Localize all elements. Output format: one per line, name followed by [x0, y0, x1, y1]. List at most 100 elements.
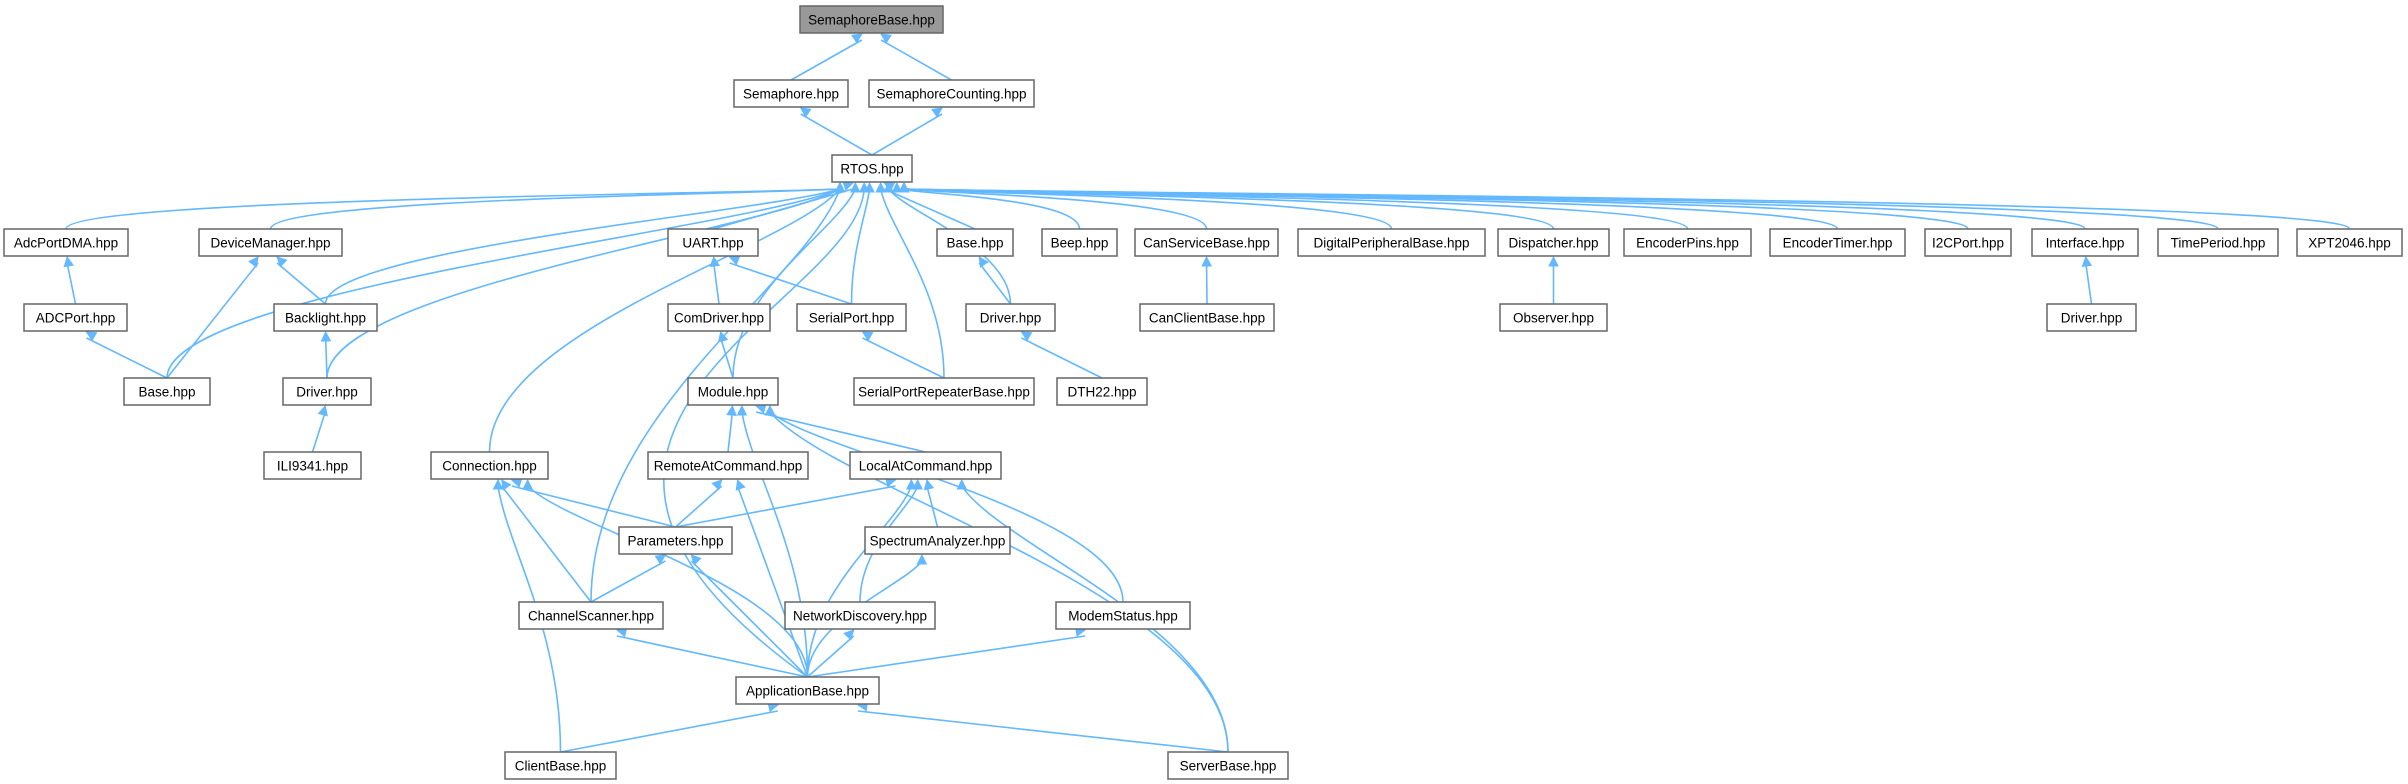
edge-server-base-to-module [769, 411, 1229, 753]
node-local-at-command[interactable]: LocalAtCommand.hpp [849, 451, 1002, 480]
arrowhead-icon [843, 629, 855, 641]
node-xpt2046[interactable]: XPT2046.hpp [2296, 228, 2403, 257]
node-remote-at-command[interactable]: RemoteAtCommand.hpp [647, 451, 809, 480]
edge-com-driver-to-uart [712, 262, 720, 305]
node-semaphore[interactable]: Semaphore.hpp [733, 79, 849, 108]
node-label: ApplicationBase.hpp [746, 684, 869, 699]
node-label: SpectrumAnalyzer.hpp [870, 534, 1006, 549]
node-time-period[interactable]: TimePeriod.hpp [2157, 228, 2279, 257]
node-com-driver[interactable]: ComDriver.hpp [667, 303, 771, 332]
node-beep[interactable]: Beep.hpp [1041, 228, 1118, 257]
node-box [1167, 751, 1289, 780]
node-adcport[interactable]: ADCPort.hpp [23, 303, 128, 332]
node-label: ADCPort.hpp [36, 311, 116, 326]
node-adc-port-dma[interactable]: AdcPortDMA.hpp [3, 228, 129, 257]
arrowhead-icon [861, 331, 874, 342]
node-box [1623, 228, 1752, 257]
node-encoder-pins[interactable]: EncoderPins.hpp [1623, 228, 1752, 257]
node-box [1041, 228, 1118, 257]
node-semaphore-counting[interactable]: SemaphoreCounting.hpp [868, 79, 1035, 108]
node-box [853, 377, 1035, 406]
edge-server-base-to-local-at-command [961, 485, 1229, 753]
node-label: EncoderTimer.hpp [1783, 236, 1893, 251]
edge-module-to-rtos [732, 188, 857, 379]
node-digital-peripheral-base[interactable]: DigitalPeripheralBase.hpp [1297, 228, 1486, 257]
arrowhead-icon [875, 181, 886, 193]
arrowhead-icon [711, 479, 723, 491]
arrowhead-icon [1548, 255, 1559, 267]
node-box [849, 451, 1002, 480]
arrowhead-icon [898, 181, 910, 193]
edge-device-manager-to-rtos [269, 188, 841, 230]
node-uart[interactable]: UART.hpp [667, 228, 759, 257]
node-application-base[interactable]: ApplicationBase.hpp [735, 676, 880, 705]
arrowhead-icon [891, 181, 903, 193]
node-label: RemoteAtCommand.hpp [654, 459, 803, 474]
node-observer[interactable]: Observer.hpp [1499, 303, 1608, 332]
arrowhead-icon [501, 479, 512, 491]
node-parameters[interactable]: Parameters.hpp [618, 526, 733, 555]
node-box [123, 377, 211, 406]
edge-local-at-command-to-module [755, 411, 926, 453]
edge-spectrum-analyzer-to-local-at-command [926, 485, 939, 528]
node-serial-port[interactable]: SerialPort.hpp [796, 303, 907, 332]
node-box [868, 79, 1035, 108]
node-label: Interface.hpp [2046, 236, 2125, 251]
node-channel-scanner[interactable]: ChannelScanner.hpp [518, 601, 664, 630]
node-label: Base.hpp [946, 236, 1003, 251]
node-driver-i[interactable]: Driver.hpp [2046, 303, 2137, 332]
node-box [1499, 303, 1608, 332]
node-network-discovery[interactable]: NetworkDiscovery.hpp [784, 601, 936, 630]
node-box [2031, 228, 2139, 257]
edge-application-base-to-parameters [690, 560, 809, 678]
node-encoder-timer[interactable]: EncoderTimer.hpp [1769, 228, 1906, 257]
node-box [1924, 228, 2012, 257]
edge-application-base-to-local-at-command [806, 485, 913, 678]
node-backlight[interactable]: Backlight.hpp [273, 303, 378, 332]
node-label: SemaphoreCounting.hpp [876, 87, 1026, 102]
node-server-base[interactable]: ServerBase.hpp [1167, 751, 1289, 780]
node-dth22[interactable]: DTH22.hpp [1056, 377, 1148, 406]
arrowhead-icon [717, 330, 729, 343]
node-spectrum-analyzer[interactable]: SpectrumAnalyzer.hpp [864, 526, 1011, 555]
edge-base-b-to-adcport [86, 337, 168, 379]
edge-driver-b-to-backlight [324, 337, 328, 379]
node-serial-port-repeater-base[interactable]: SerialPortRepeaterBase.hpp [853, 377, 1035, 406]
edge-ili9341-to-driver-b [311, 411, 327, 453]
node-modem-status[interactable]: ModemStatus.hpp [1055, 601, 1191, 630]
node-dispatcher[interactable]: Dispatcher.hpp [1497, 228, 1610, 257]
node-box [687, 377, 779, 406]
node-client-base[interactable]: ClientBase.hpp [504, 751, 617, 780]
edge-application-base-to-modem-status [807, 635, 1086, 678]
node-label: CanClientBase.hpp [1149, 311, 1265, 326]
node-driver-b[interactable]: Driver.hpp [282, 377, 372, 406]
node-label: AdcPortDMA.hpp [14, 236, 118, 251]
node-can-client-base[interactable]: CanClientBase.hpp [1139, 303, 1275, 332]
node-i2-cport[interactable]: I2CPort.hpp [1924, 228, 2012, 257]
node-device-manager[interactable]: DeviceManager.hpp [198, 228, 343, 257]
node-can-service-base[interactable]: CanServiceBase.hpp [1134, 228, 1279, 257]
node-semaphore-base[interactable]: SemaphoreBase.hpp [799, 5, 944, 34]
node-box [3, 228, 129, 257]
node-interface[interactable]: Interface.hpp [2031, 228, 2139, 257]
node-label: NetworkDiscovery.hpp [793, 609, 927, 624]
node-module[interactable]: Module.hpp [687, 377, 779, 406]
edge-backlight-to-rtos [324, 188, 841, 305]
node-connection[interactable]: Connection.hpp [430, 451, 549, 480]
edge-channel-scanner-to-parameters [590, 560, 666, 603]
node-base-b[interactable]: Base.hpp [123, 377, 211, 406]
edge-connection-to-rtos [488, 188, 841, 453]
arrowhead-icon [276, 256, 288, 268]
node-box [2046, 303, 2137, 332]
edge-application-base-to-network-discovery [806, 635, 855, 678]
node-label: Backlight.hpp [285, 311, 366, 326]
node-box [647, 451, 809, 480]
node-label: SerialPortRepeaterBase.hpp [858, 385, 1030, 400]
node-driver-a[interactable]: Driver.hpp [965, 303, 1056, 332]
node-box [1134, 228, 1279, 257]
node-ili9341[interactable]: ILI9341.hpp [263, 451, 362, 480]
node-rtos[interactable]: RTOS.hpp [831, 154, 913, 183]
graph-edges [63, 33, 2351, 753]
node-base-a[interactable]: Base.hpp [936, 228, 1014, 257]
arrowhead-icon [1201, 255, 1212, 267]
